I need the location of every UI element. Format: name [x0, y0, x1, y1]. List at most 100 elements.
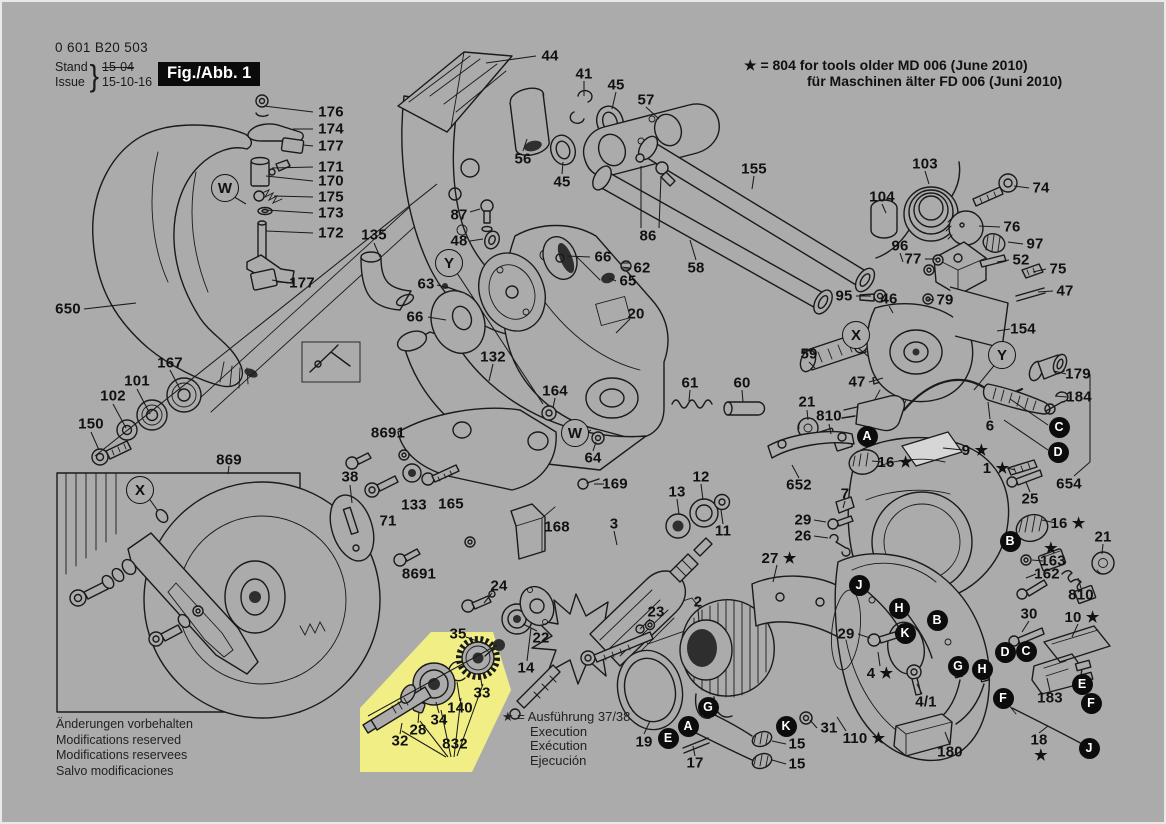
- part-label-810: 810: [816, 407, 842, 425]
- part-label-18: 18: [1030, 731, 1048, 749]
- wire-marker-k: K: [894, 622, 916, 644]
- part-label-45: 45: [607, 76, 625, 94]
- wire-marker-g: G: [697, 696, 719, 718]
- modification-note-es: Salvo modificaciones: [56, 763, 174, 778]
- part-label-29: 29: [794, 511, 812, 529]
- part-label-22: 22: [532, 629, 550, 647]
- modification-note-fr: Modifications reservees: [56, 748, 188, 762]
- part-label-155: 155: [741, 160, 767, 178]
- part-label-179: 179: [1065, 365, 1091, 383]
- part-label-14: 14: [517, 659, 535, 677]
- wire-marker-b: B: [999, 530, 1021, 552]
- brace-glyph: }: [89, 57, 100, 93]
- view-marker-x: X: [842, 321, 870, 349]
- revision-block: Stand Issue } 15-04 15-10-16: [55, 57, 153, 93]
- part-label-183: 183: [1037, 689, 1063, 707]
- part-label-17: 17: [686, 754, 704, 772]
- part-label-164: 164: [542, 382, 568, 400]
- part-label-20: 20: [627, 305, 645, 323]
- modification-note: Änderungen vorbehalten Modifications res…: [56, 717, 193, 779]
- part-label-104: 104: [869, 188, 895, 206]
- part-label-41: 41: [575, 65, 593, 83]
- part-label-154: 154: [1010, 320, 1036, 338]
- part-label-810: 810: [1068, 586, 1094, 604]
- star-legend: ★ = 804 for tools older MD 006 (June 201…: [744, 57, 1062, 89]
- part-label-176: 176: [318, 103, 344, 121]
- part-label-10: 10 ★: [1064, 609, 1100, 626]
- wire-marker-h: H: [971, 658, 993, 680]
- part-label-46: 46: [880, 290, 898, 308]
- wire-marker-b: B: [926, 609, 948, 631]
- part-label-4/1: 4/1: [915, 693, 937, 711]
- part-label-650: 650: [55, 300, 81, 318]
- part-label-24: 24: [490, 577, 508, 595]
- part-label-101: 101: [124, 372, 150, 390]
- part-label-87: 87: [450, 206, 468, 224]
- part-label-16: 16 ★: [1050, 515, 1086, 532]
- execution-legend-de: ★ = Ausführung 37/38: [502, 709, 631, 724]
- part-label-29: 29: [837, 625, 855, 643]
- document-number: 0 601 B20 503: [55, 40, 149, 55]
- part-label-168: 168: [544, 518, 570, 536]
- part-label-64: 64: [584, 449, 602, 467]
- part-label-34: 34: [430, 711, 448, 729]
- view-marker-y: Y: [435, 249, 463, 277]
- part-label-35: 35: [449, 625, 467, 643]
- part-label-832: 832: [442, 735, 468, 753]
- part-label-180: 180: [937, 743, 963, 761]
- part-label-15: 15: [788, 735, 806, 753]
- part-label-79: 79: [936, 291, 954, 309]
- part-label-56: 56: [514, 150, 532, 168]
- part-label-165: 165: [438, 495, 464, 513]
- part-label-25: 25: [1021, 490, 1039, 508]
- part-label-13: 13: [668, 483, 686, 501]
- part-label-71: 71: [379, 512, 397, 530]
- part-label-33: 33: [473, 684, 491, 702]
- part-label-23: 23: [647, 603, 665, 621]
- part-label-60: 60: [733, 374, 751, 392]
- star-legend-line1: ★ = 804 for tools older MD 006 (June 201…: [744, 57, 1028, 73]
- stand-value: 15-04: [102, 60, 135, 74]
- part-label-171: 171: [318, 158, 344, 176]
- part-label-652: 652: [786, 476, 812, 494]
- part-label-102: 102: [100, 387, 126, 405]
- execution-legend-en: Execution: [530, 723, 588, 739]
- part-label-170: 170: [318, 172, 344, 190]
- part-label-96: 96: [891, 237, 909, 255]
- part-label-11: 11: [714, 522, 732, 540]
- part-label-59: 59: [800, 345, 818, 363]
- part-label-4: 4 ★: [866, 665, 894, 682]
- issue-value: 15-10-16: [102, 75, 153, 89]
- part-label-48: 48: [450, 232, 468, 250]
- part-label-63: 63: [417, 275, 435, 293]
- part-label-47: 47: [1056, 282, 1074, 300]
- part-label-: ★: [1034, 747, 1048, 764]
- wire-marker-c: C: [1015, 640, 1037, 662]
- wire-marker-g: G: [947, 655, 969, 677]
- part-label-66: 66: [594, 248, 612, 266]
- part-label-38: 38: [341, 468, 359, 486]
- part-label-8691: 8691: [401, 565, 437, 583]
- part-label-86: 86: [639, 227, 657, 245]
- part-label-44: 44: [541, 47, 559, 65]
- part-label-95: 95: [835, 287, 853, 305]
- part-label-3: 3: [609, 515, 619, 533]
- part-label-62: 62: [633, 259, 651, 277]
- part-label-52: 52: [1012, 251, 1030, 269]
- view-marker-w: W: [211, 174, 239, 202]
- part-label-61: 61: [681, 374, 699, 392]
- part-label-132: 132: [480, 348, 506, 366]
- part-label-174: 174: [318, 120, 344, 138]
- part-label-140: 140: [447, 699, 473, 717]
- figure-title: Fig./Abb. 1: [158, 62, 261, 86]
- wire-marker-e: E: [1071, 673, 1093, 695]
- wire-marker-h: H: [888, 597, 910, 619]
- part-label-21: 21: [798, 393, 816, 411]
- part-label-8691: 8691: [370, 424, 406, 442]
- part-label-2: 2: [693, 593, 703, 611]
- part-label-28: 28: [409, 721, 427, 739]
- wire-marker-d: D: [1047, 441, 1069, 463]
- wire-marker-k: K: [775, 715, 797, 737]
